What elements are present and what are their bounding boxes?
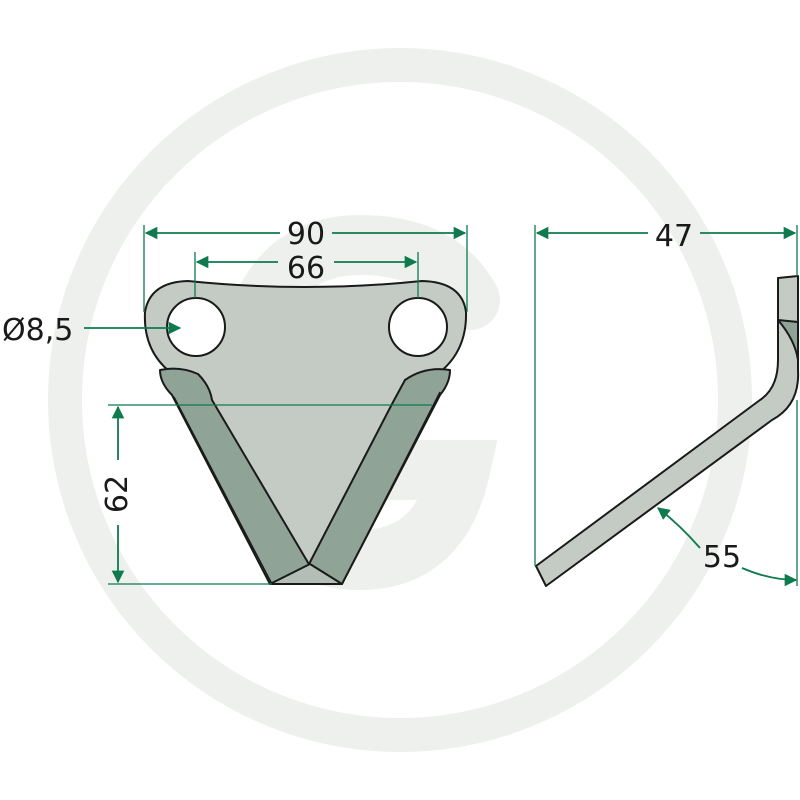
- dimension-height: 62: [100, 404, 432, 585]
- dimension-label-total-width: 90: [287, 217, 325, 252]
- dimension-hole-diameter: Ø8,5: [2, 313, 182, 348]
- dimension-hole-spacing: 66: [194, 251, 419, 298]
- dimension-bend-angle: 55: [657, 400, 798, 587]
- mounting-hole-right: [388, 297, 448, 357]
- blade-side-view: [535, 275, 800, 587]
- dimension-label-height: 62: [100, 475, 135, 513]
- blade-front-view: [143, 280, 468, 585]
- dimension-label-bend-angle: 55: [703, 540, 741, 575]
- dimension-label-hole-diameter: Ø8,5: [2, 313, 73, 348]
- dimension-label-side-depth: 47: [655, 219, 693, 254]
- blade-side-bevel: [777, 319, 799, 361]
- dimension-side-depth: 47: [534, 219, 798, 566]
- blade-left-bevel: [159, 367, 311, 585]
- dimension-total-width: 90: [143, 217, 468, 312]
- mounting-hole-left: [166, 297, 226, 357]
- blade-side-profile: [535, 275, 800, 587]
- blade-tip-edge: [269, 563, 343, 585]
- dimension-label-hole-spacing: 66: [287, 251, 325, 286]
